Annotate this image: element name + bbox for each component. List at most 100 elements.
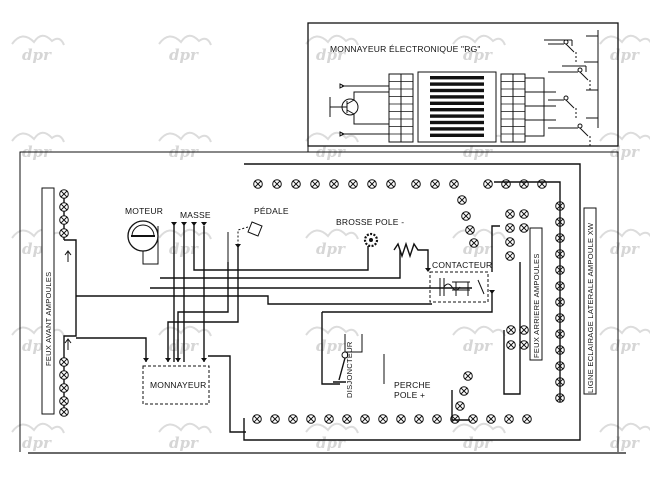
watermark-mountain: [158, 131, 212, 143]
bulb-icon: [291, 179, 301, 189]
watermark-text: dpr: [316, 46, 346, 64]
bulb-icon: [59, 383, 69, 393]
bulb-icon: [505, 223, 515, 233]
rear-lights-label: FEUX ARRIERE AMPOULES: [532, 253, 541, 358]
watermark-mountain: [599, 131, 650, 142]
watermark-text: dpr: [463, 434, 493, 452]
resistor-symbol: [393, 241, 429, 270]
watermark-text: dpr: [610, 337, 640, 355]
bulb-icon: [501, 179, 511, 189]
pedal-label: PÉDALE: [254, 206, 289, 216]
watermark-mountain: [452, 325, 506, 337]
bulb-icon: [348, 179, 358, 189]
watermark-mountain: [11, 422, 65, 434]
bulb-icon: [468, 414, 478, 424]
arrow-icon: [489, 290, 495, 294]
bulb-icon: [506, 325, 516, 335]
bulb-icon: [465, 225, 475, 235]
watermark-text: dpr: [316, 337, 346, 355]
bulb-icon: [378, 414, 388, 424]
motor-label: MOTEUR: [125, 206, 163, 216]
bulb-icon: [519, 209, 529, 219]
transistor-symbol: [329, 83, 389, 137]
arrow-icon: [165, 358, 171, 362]
arrow-icon: [171, 222, 177, 226]
watermark-text: dpr: [22, 434, 52, 452]
bulb-icon: [519, 325, 529, 335]
bulb-icon: [504, 414, 514, 424]
watermark-mountain: [158, 228, 212, 240]
bulb-icon: [306, 414, 316, 424]
watermark-mountain: [305, 325, 359, 337]
bulb-icon: [463, 371, 473, 381]
watermark-text: dpr: [169, 46, 199, 64]
watermark-text: dpr: [463, 337, 493, 355]
bulb-icon: [469, 238, 479, 248]
watermark-mountain: [158, 422, 212, 434]
bulb-icon: [483, 179, 493, 189]
ground-label: MASSE: [180, 210, 211, 220]
watermark-text: dpr: [610, 240, 640, 258]
watermark-mountain: [452, 34, 506, 46]
bulb-icon: [505, 237, 515, 247]
bulb-icon: [461, 211, 471, 221]
electronic-coin-box-title: MONNAYEUR ÉLECTRONIQUE "RG": [330, 44, 481, 54]
watermark-text: dpr: [169, 434, 199, 452]
watermark-mountain: [452, 422, 506, 434]
watermark-mountain: [305, 228, 359, 240]
bulb-icon: [59, 215, 69, 225]
brush-gear-icon: [363, 232, 379, 248]
bulb-icon: [522, 414, 532, 424]
main-circuit-frame: [19, 146, 619, 452]
pedal-switch: [227, 221, 263, 262]
bulb-icon: [396, 414, 406, 424]
watermark-text: dpr: [463, 46, 493, 64]
watermark-mountain: [599, 34, 650, 45]
arrow-icon: [235, 244, 241, 248]
watermark-text: dpr: [610, 46, 640, 64]
pole-plus-label-2: POLE +: [394, 390, 425, 400]
arrow-icon: [201, 358, 207, 362]
arrow-icon: [201, 222, 207, 226]
electronic-coin-box-frame: [307, 22, 619, 147]
arrow-icon: [191, 222, 197, 226]
bulb-icon: [59, 407, 69, 417]
bulb-icon: [519, 179, 529, 189]
bulb-icon: [457, 195, 467, 205]
coin-box: [142, 365, 210, 405]
bulb-icon: [253, 179, 263, 189]
bulb-icon: [430, 179, 440, 189]
bulb-icon: [329, 179, 339, 189]
watermark-mountain: [158, 325, 212, 337]
bulb-icon: [59, 396, 69, 406]
bulb-icon: [310, 179, 320, 189]
bulb-icon: [288, 414, 298, 424]
rear-lights-column: [529, 227, 543, 361]
watermark-mountain: [305, 422, 359, 434]
ic-chip: [417, 71, 497, 143]
bulb-icon: [519, 340, 529, 350]
watermark-mountain: [11, 34, 65, 46]
bulb-icon: [360, 414, 370, 424]
bulb-icon: [486, 414, 496, 424]
bulb-icon: [367, 179, 377, 189]
bulb-icon: [270, 414, 280, 424]
bulb-icon: [342, 414, 352, 424]
coin-box-label: MONNAYEUR: [150, 380, 206, 390]
watermark-mountain: [305, 131, 359, 143]
bulb-icon: [59, 202, 69, 212]
bulb-icon: [505, 251, 515, 261]
bulb-icon: [252, 414, 262, 424]
watermark-text: dpr: [316, 434, 346, 452]
arrow-icon: [175, 358, 181, 362]
bulb-icon: [450, 414, 460, 424]
watermark-mountain: [599, 325, 650, 336]
arrow-icon: [425, 268, 431, 272]
watermark-mountain: [599, 422, 650, 433]
watermark-mountain: [452, 228, 506, 240]
bulb-icon: [537, 179, 547, 189]
bulb-icon: [59, 370, 69, 380]
watermark-mountain: [305, 34, 359, 46]
